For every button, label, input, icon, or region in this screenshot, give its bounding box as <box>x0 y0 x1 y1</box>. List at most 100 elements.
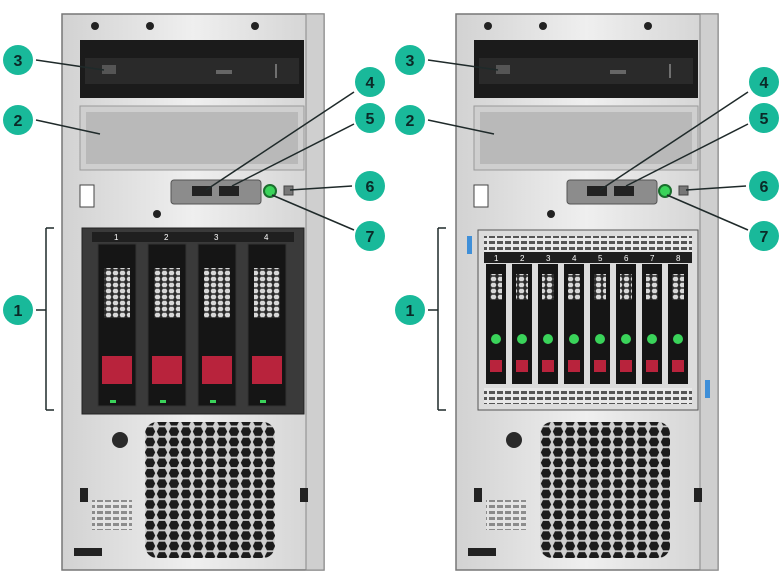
callout-number: 1 <box>14 303 23 320</box>
callout-marker <box>395 45 425 75</box>
power-button <box>658 184 672 198</box>
sff-drive <box>564 264 584 384</box>
side-slot <box>474 488 482 502</box>
foot <box>468 548 496 556</box>
foot-vent <box>92 500 132 530</box>
mount-hole <box>146 22 154 30</box>
callout-marker <box>749 103 779 133</box>
drive-bay-number: 6 <box>624 254 629 263</box>
callout-3: 3 <box>3 45 105 75</box>
callout-leader-line <box>231 123 355 187</box>
server-sff: 1 2 3 4 5 6 7 8 <box>455 13 719 571</box>
optical-drive-led <box>610 70 626 74</box>
optical-drive-eject <box>496 65 510 74</box>
usb-port-right <box>219 186 239 196</box>
drive-cage-top-vent <box>484 236 692 252</box>
fan-screw <box>506 432 522 448</box>
mount-hole <box>91 22 99 30</box>
optical-drive-eject <box>102 65 116 74</box>
callout-marker <box>395 105 425 135</box>
power-button <box>263 184 277 198</box>
callout-leader-line <box>599 91 749 191</box>
callout-number: 2 <box>406 113 415 130</box>
callout-marker <box>355 221 385 251</box>
chassis-side-rail <box>699 13 719 571</box>
callout-7: 7 <box>666 194 779 251</box>
callout-leader-line <box>271 194 355 231</box>
optical-drive-led <box>216 70 232 74</box>
fan-grille <box>145 422 275 558</box>
mount-hole <box>547 210 555 218</box>
drive-bay-number: 1 <box>114 233 119 242</box>
blank-bay-plate <box>86 112 298 164</box>
callout-marker <box>395 295 425 325</box>
sff-drive <box>538 264 558 384</box>
drive-bay-number: 1 <box>494 254 499 263</box>
callout-number: 7 <box>760 229 769 246</box>
drive-bay-number: 8 <box>676 254 681 263</box>
foot <box>74 548 102 556</box>
chassis-side-rail <box>305 13 325 571</box>
blue-latch <box>467 236 472 254</box>
sff-drive <box>668 264 688 384</box>
callout-5: 5 <box>231 103 385 187</box>
sff-drive <box>590 264 610 384</box>
usb-port-right <box>614 186 634 196</box>
callout-number: 5 <box>760 111 769 128</box>
fan-screw <box>112 432 128 448</box>
callout-4: 4 <box>205 67 385 191</box>
callout-marker <box>355 171 385 201</box>
usb-port-left <box>192 186 212 196</box>
callout-leader-line <box>428 227 446 411</box>
callout-leader-line <box>427 59 499 71</box>
callout-number: 7 <box>366 229 375 246</box>
mount-hole <box>484 22 492 30</box>
lff-drive <box>147 243 187 407</box>
callout-marker <box>355 103 385 133</box>
optical-drive-face <box>85 58 299 84</box>
callout-marker <box>749 221 779 251</box>
side-slot <box>300 488 308 502</box>
drive-bay-number: 2 <box>164 233 169 242</box>
callout-marker <box>749 67 779 97</box>
drive-bay-number: 4 <box>572 254 577 263</box>
mount-hole <box>539 22 547 30</box>
callout-number: 3 <box>14 53 23 70</box>
mount-hole <box>644 22 652 30</box>
callout-leader-line <box>205 91 355 191</box>
callout-7: 7 <box>271 194 385 251</box>
drive-bay-number: 4 <box>264 233 269 242</box>
lff-drive <box>247 243 287 407</box>
server-lff: 1 2 3 4 <box>61 13 325 571</box>
callout-number: 6 <box>366 179 375 196</box>
callout-leader-line <box>289 185 353 191</box>
front-io-bezel <box>566 179 658 205</box>
side-slot <box>473 184 489 208</box>
callout-2: 2 <box>395 105 495 135</box>
callout-number: 5 <box>366 111 375 128</box>
side-slot <box>79 184 95 208</box>
callout-leader-line <box>427 119 495 135</box>
sff-drive <box>486 264 506 384</box>
callout-number: 1 <box>406 303 415 320</box>
side-slot <box>694 488 702 502</box>
callout-number: 2 <box>14 113 23 130</box>
lff-drive <box>197 243 237 407</box>
drive-cage-header <box>92 232 294 242</box>
side-slot <box>80 488 88 502</box>
mount-hole <box>153 210 161 218</box>
blank-bay-plate <box>480 112 692 164</box>
callout-4: 4 <box>599 67 779 191</box>
drive-bay-number: 2 <box>520 254 525 263</box>
callout-leader-line <box>625 123 749 187</box>
callout-marker <box>3 105 33 135</box>
callout-marker <box>3 295 33 325</box>
callout-leader-line <box>666 194 749 231</box>
callout-marker <box>749 171 779 201</box>
sff-drive <box>512 264 532 384</box>
callout-marker <box>3 45 33 75</box>
sff-drive <box>616 264 636 384</box>
drive-cage-bottom-vent <box>484 388 692 404</box>
